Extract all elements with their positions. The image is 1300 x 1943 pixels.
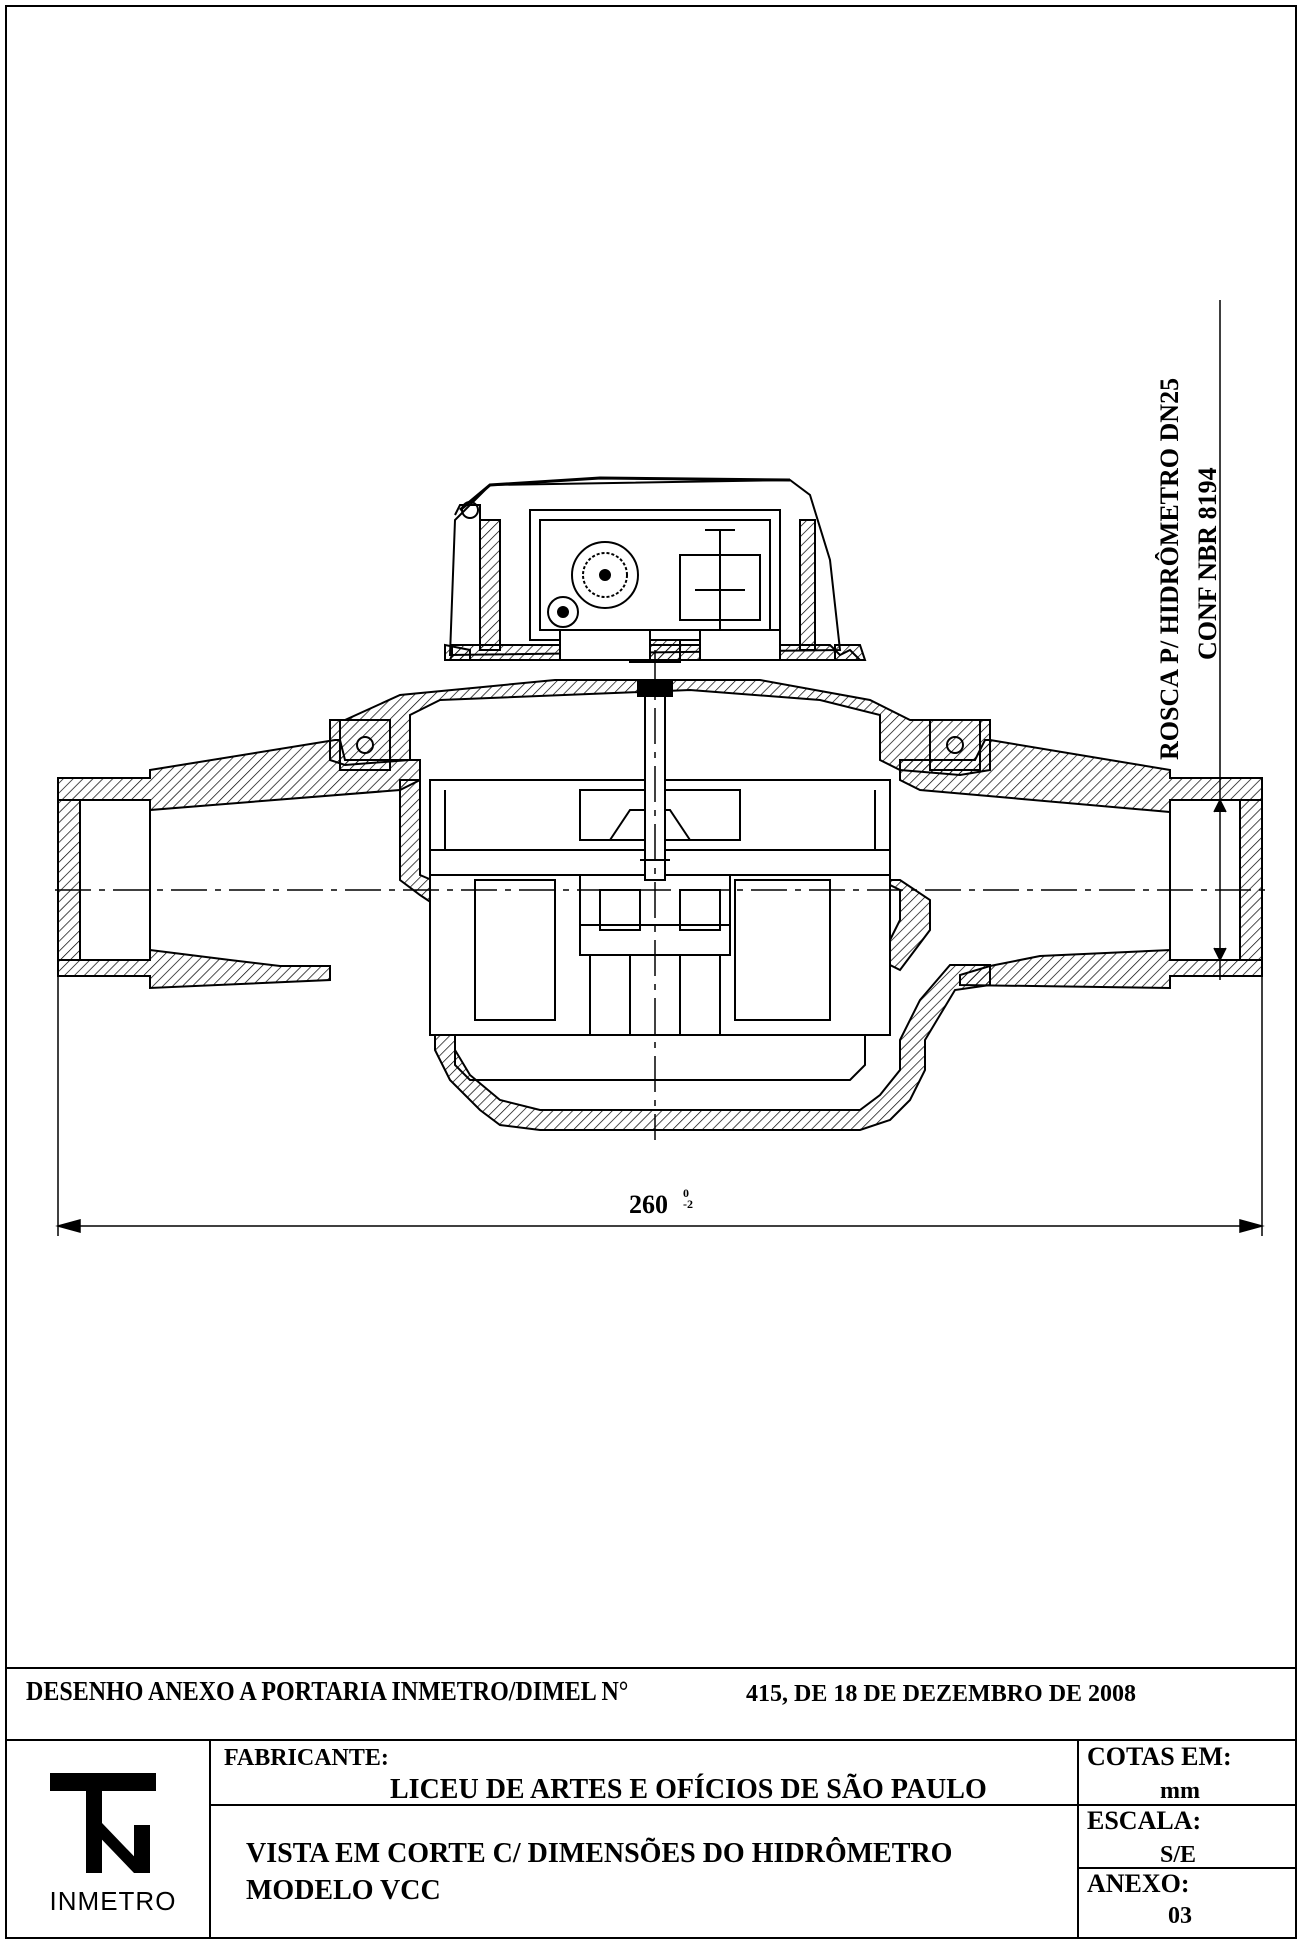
scale-label: ESCALA:: [1087, 1806, 1202, 1835]
center-lines: [55, 650, 1265, 1140]
manufacturer-name: LICEU DE ARTES E OFÍCIOS DE SÃO PAULO: [390, 1774, 987, 1805]
overall-length-label: 260: [629, 1190, 668, 1219]
description-line2: MODELO VCC: [246, 1875, 441, 1906]
inmetro-logo-text: INMETRO: [49, 1886, 177, 1916]
title-block-grid: [6, 1667, 1296, 1938]
units-value: mm: [1160, 1778, 1200, 1804]
overall-length-tolerance: 0 -2: [683, 1186, 693, 1211]
scale-value: S/E: [1160, 1842, 1197, 1868]
portaria-header-label: DESENHO ANEXO A PORTARIA INMETRO/DIMEL N…: [26, 1676, 629, 1707]
sheet-border: [5, 5, 1297, 1939]
tolerance-upper: 0: [683, 1186, 689, 1200]
meter-body-section: [57, 679, 1263, 1131]
description-line1: VISTA EM CORTE C/ DIMENSÕES DO HIDRÔMETR…: [246, 1838, 953, 1869]
manufacturer-label: FABRICANTE:: [224, 1745, 389, 1771]
units-label: COTAS EM:: [1087, 1742, 1232, 1771]
annex-label: ANEXO:: [1087, 1869, 1190, 1898]
portaria-number: 415, DE 18 DE DEZEMBRO DE 2008: [746, 1681, 1137, 1707]
thread-dimension: [1213, 300, 1227, 980]
register-head: [444, 476, 867, 663]
thread-note-line2: CONF NBR 8194: [1193, 467, 1222, 660]
tolerance-lower: -2: [683, 1197, 693, 1211]
overall-length-dimension: [55, 975, 1265, 1236]
inmetro-logo-icon: [50, 1773, 156, 1873]
annex-value: 03: [1168, 1903, 1192, 1929]
thread-note-line1: ROSCA P/ HIDRÔMETRO DN25: [1155, 377, 1184, 760]
